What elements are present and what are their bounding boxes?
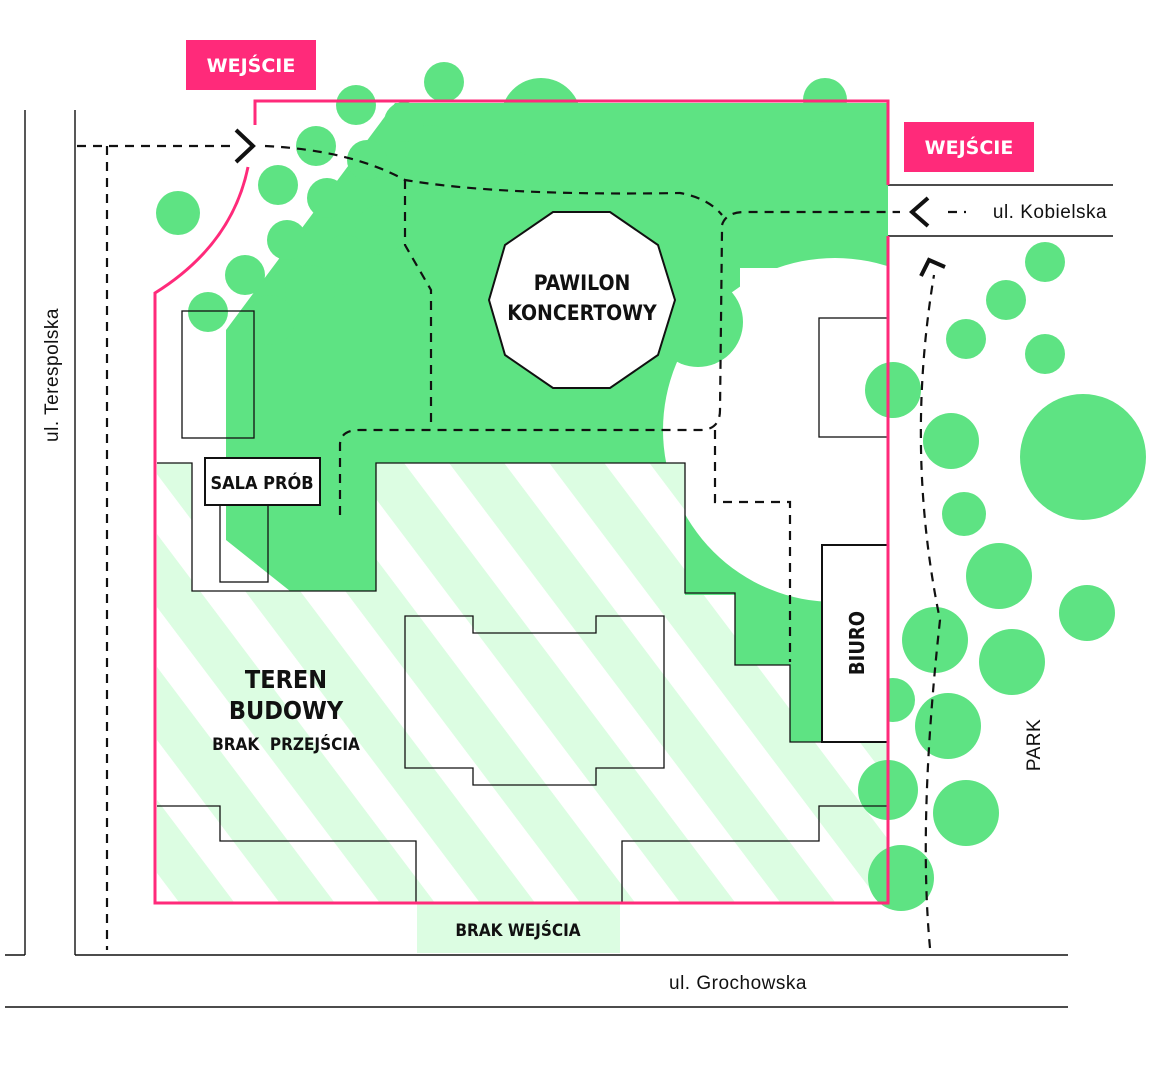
tree bbox=[1025, 242, 1065, 282]
walking-paths bbox=[77, 144, 966, 950]
tree bbox=[1020, 394, 1146, 520]
tree bbox=[933, 780, 999, 846]
pavilion-label-1: PAWILON bbox=[534, 271, 631, 295]
tree bbox=[225, 255, 265, 295]
tree bbox=[424, 62, 464, 102]
tree bbox=[285, 265, 335, 315]
no-passage-label: BRAK PRZEJŚCIA bbox=[212, 733, 360, 755]
entrance-arrow-icon bbox=[919, 257, 946, 277]
tree bbox=[355, 205, 405, 255]
entrance-label: WEJŚCIE bbox=[207, 53, 296, 77]
office[interactable]: BIURO bbox=[821, 544, 889, 743]
tree bbox=[1059, 585, 1115, 641]
park-label: PARK bbox=[1024, 719, 1045, 771]
tree bbox=[868, 845, 934, 911]
tree bbox=[979, 629, 1045, 695]
pavilion-label-2: KONCERTOWY bbox=[507, 301, 657, 325]
tree bbox=[347, 140, 387, 180]
construction-label-1: TEREN bbox=[245, 665, 327, 694]
site-boundary bbox=[153, 99, 890, 905]
tree bbox=[942, 492, 986, 536]
construction-label-2: BUDOWY bbox=[229, 696, 344, 725]
entrance-label: WEJŚCIE bbox=[925, 135, 1014, 159]
pavilion-koncertowy[interactable]: PAWILON KONCERTOWY bbox=[487, 211, 677, 389]
tree bbox=[258, 165, 298, 205]
tree bbox=[915, 693, 981, 759]
entrance-badge-right[interactable]: WEJŚCIE bbox=[904, 122, 1034, 172]
trees bbox=[156, 62, 1146, 911]
tree bbox=[267, 220, 307, 260]
street-label-grochowska: ul. Grochowska bbox=[669, 973, 807, 994]
tree bbox=[156, 191, 200, 235]
rehearsal-room-label: SALA PRÓB bbox=[210, 472, 313, 494]
tree bbox=[384, 102, 424, 142]
building-outlines bbox=[157, 310, 889, 903]
entrance-arrow-icon bbox=[234, 128, 256, 164]
tree bbox=[986, 280, 1026, 320]
tree bbox=[320, 235, 370, 285]
no-entry-label: BRAK WEJŚCIA bbox=[455, 919, 580, 941]
tree bbox=[188, 292, 228, 332]
tree bbox=[405, 125, 455, 175]
tree bbox=[245, 295, 295, 345]
street-label-kobielska: ul. Kobielska bbox=[993, 202, 1107, 223]
office-label: BIURO bbox=[845, 611, 869, 675]
tree bbox=[307, 178, 347, 218]
rehearsal-room[interactable]: SALA PRÓB bbox=[204, 457, 321, 506]
tree bbox=[296, 126, 336, 166]
tree bbox=[966, 543, 1032, 609]
street-label-terespolska: ul. Terespolska bbox=[42, 308, 63, 442]
tree bbox=[923, 413, 979, 469]
tree bbox=[336, 85, 376, 125]
no-entry-zone bbox=[417, 903, 620, 953]
streets bbox=[5, 110, 1113, 1008]
tree bbox=[865, 362, 921, 418]
tree bbox=[946, 319, 986, 359]
construction-area bbox=[157, 463, 888, 903]
tree bbox=[1025, 334, 1065, 374]
tree bbox=[902, 607, 968, 673]
tree bbox=[501, 78, 581, 158]
entrance-badge-top[interactable]: WEJŚCIE bbox=[186, 40, 316, 90]
entrance-arrow-icon bbox=[908, 196, 930, 228]
park-greenery bbox=[226, 103, 1007, 742]
